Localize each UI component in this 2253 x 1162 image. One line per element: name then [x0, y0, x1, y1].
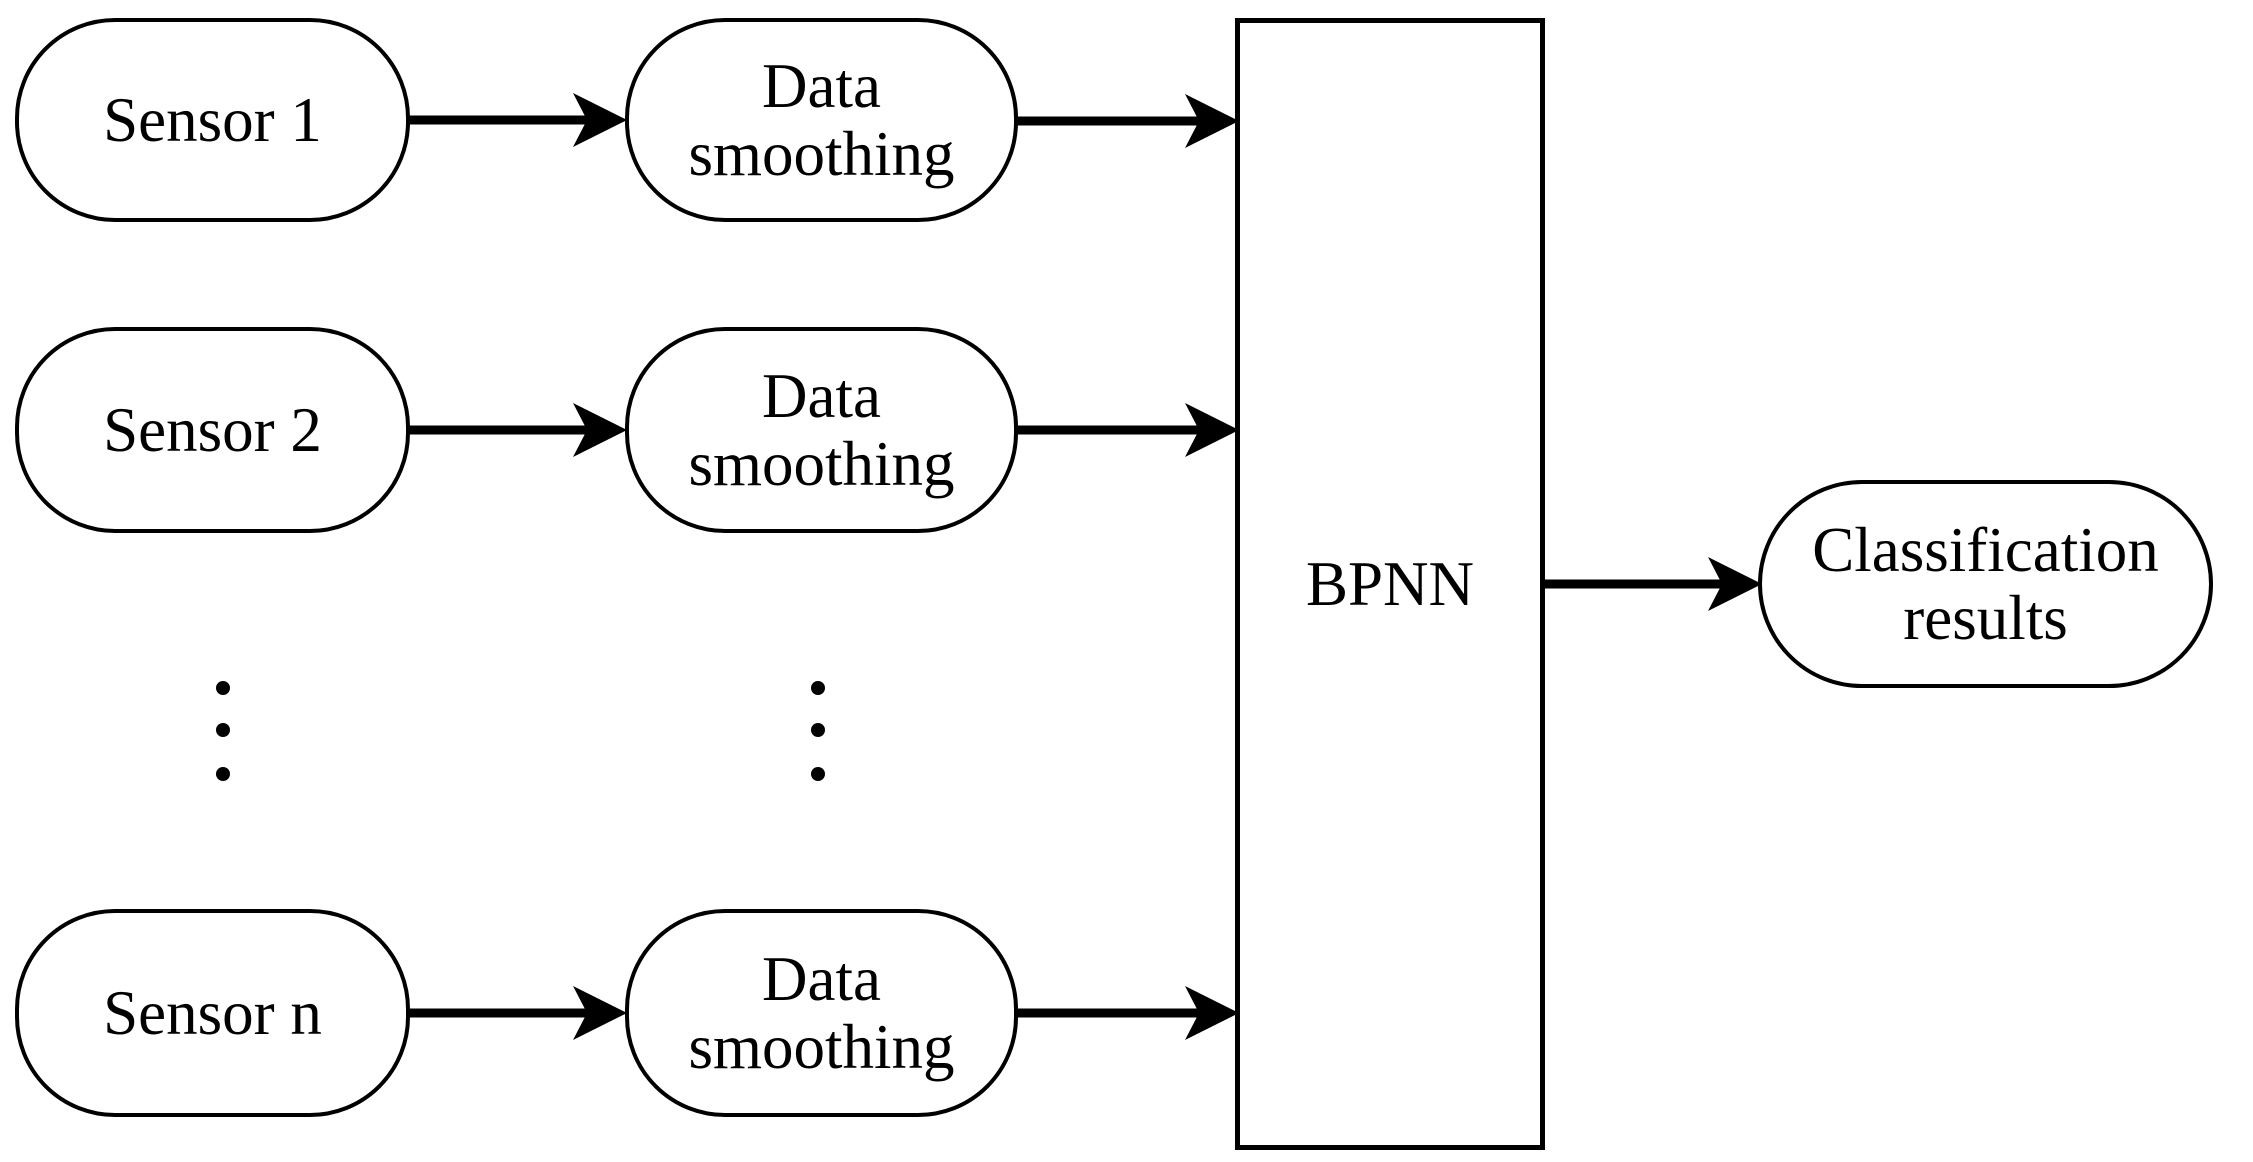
node-data-smoothing-2-label: Data smoothing: [688, 360, 955, 499]
arrow-smoothing2-to-bpnn: [1016, 403, 1239, 457]
node-data-smoothing-2: Data smoothing: [625, 327, 1018, 533]
node-data-smoothing-1-label: Data smoothing: [688, 50, 955, 189]
arrow-bpnn-to-classification: [1543, 557, 1762, 611]
arrow-smoothing1-to-bpnn: [1016, 94, 1239, 148]
node-data-smoothing-n-label: Data smoothing: [688, 943, 955, 1082]
node-classification-results-label: Classification results: [1812, 514, 2159, 653]
node-sensor-n-label: Sensor n: [103, 977, 322, 1048]
node-bpnn-label: BPNN: [1305, 548, 1475, 619]
node-classification-results: Classification results: [1758, 480, 2213, 688]
node-sensor-2-label: Sensor 2: [103, 394, 322, 465]
vertical-ellipsis-smoothing: [811, 681, 825, 781]
node-data-smoothing-n: Data smoothing: [625, 909, 1018, 1117]
node-sensor-2: Sensor 2: [15, 327, 410, 533]
node-bpnn: BPNN: [1235, 18, 1545, 1150]
vertical-ellipsis-sensors: [216, 681, 230, 781]
node-sensor-1: Sensor 1: [15, 18, 410, 222]
arrow-smoothingn-to-bpnn: [1016, 986, 1239, 1040]
arrow-sensor2-to-smoothing2: [408, 403, 627, 457]
node-sensor-1-label: Sensor 1: [103, 84, 322, 155]
node-sensor-n: Sensor n: [15, 909, 410, 1117]
arrow-sensorn-to-smoothingn: [408, 986, 627, 1040]
node-data-smoothing-1: Data smoothing: [625, 18, 1018, 222]
arrow-sensor1-to-smoothing1: [408, 93, 627, 147]
